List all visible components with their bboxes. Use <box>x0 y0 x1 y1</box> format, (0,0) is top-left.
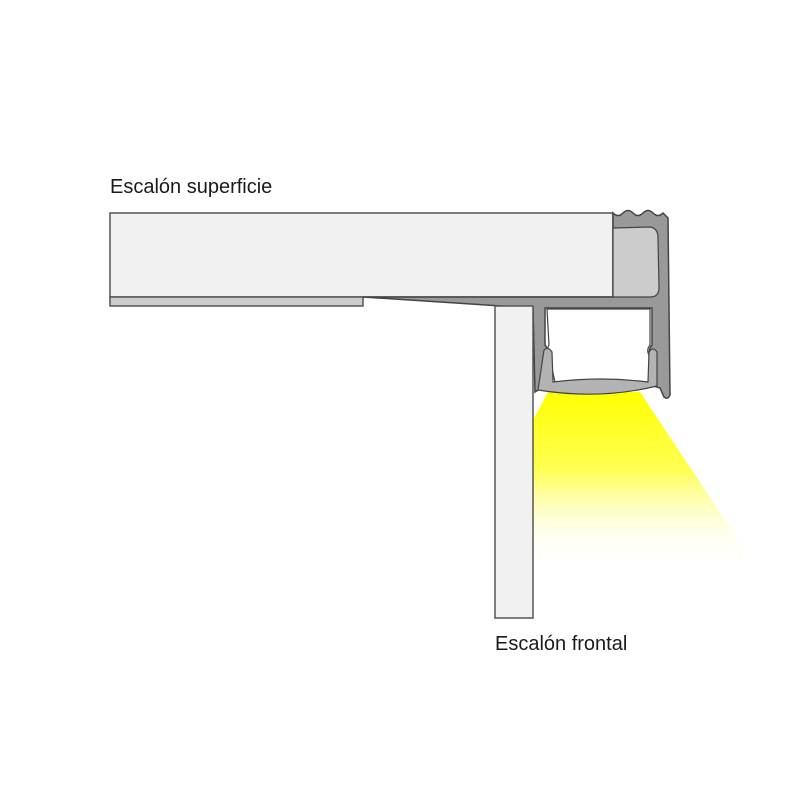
tread-underlay-strip <box>109 296 364 307</box>
light-beam <box>533 392 755 565</box>
label-escalon-frontal: Escalón frontal <box>495 633 628 655</box>
step-riser-panel <box>494 305 534 619</box>
label-escalon-superficie: Escalón superficie <box>110 176 273 198</box>
diffuser <box>537 347 658 395</box>
aluminium-led-profile <box>362 209 671 399</box>
step-tread-panel <box>109 212 614 298</box>
profile-inner-cavity <box>612 226 660 298</box>
led-channel <box>546 308 651 383</box>
